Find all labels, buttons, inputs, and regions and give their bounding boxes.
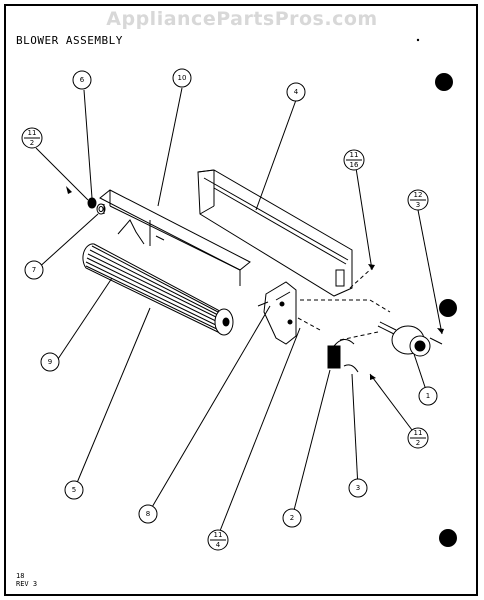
callout-1: 1: [426, 392, 430, 400]
page-border: [4, 4, 478, 596]
fraction-3-numerator: 12: [414, 191, 423, 199]
fraction-5-denominator: 4: [216, 541, 221, 549]
leader-lines: [35, 87, 443, 537]
leader-arrowheads: [66, 186, 444, 544]
page-number: 18: [16, 572, 25, 580]
watermark: AppliancePartsPros.com: [106, 8, 378, 30]
callout-2: 2: [290, 514, 294, 522]
callout-3: 3: [356, 484, 360, 492]
fraction-balloons: [21, 127, 429, 551]
callout-7: 7: [32, 266, 36, 274]
diagram-title: BLOWER ASSEMBLY: [16, 34, 123, 47]
capacitor-part: [327, 339, 355, 369]
callout-8: 8: [146, 510, 150, 518]
blower-motor-part: [377, 321, 443, 357]
binder-holes: [435, 73, 457, 547]
page-footer: 18 REV 3: [16, 572, 37, 588]
callout-9: 9: [48, 358, 52, 366]
phantom-lines: [297, 267, 391, 341]
callout-balloons: [24, 68, 438, 528]
callout-4: 4: [294, 88, 299, 96]
fraction-3-denominator: 3: [416, 201, 420, 209]
rear-panel-part: [197, 169, 353, 297]
callout-6: 6: [80, 76, 85, 84]
revision-label: REV 3: [16, 580, 38, 588]
fraction-1-numerator: 11: [28, 129, 37, 137]
binder-hole-middle: [439, 299, 457, 317]
callout-10: 10: [178, 74, 187, 82]
binder-hole-top: [435, 73, 453, 91]
blower-wheel-part: [82, 243, 234, 336]
speck-mark: [416, 38, 420, 42]
blower-housing-part: [99, 189, 251, 286]
fraction-5-numerator: 11: [214, 531, 223, 539]
fraction-4-denominator: 2: [416, 439, 420, 447]
fraction-1-denominator: 2: [30, 139, 34, 147]
fraction-2-numerator: 11: [350, 151, 359, 159]
callout-5: 5: [72, 486, 76, 494]
binder-hole-bottom: [439, 529, 457, 547]
motor-bracket-part: [257, 281, 297, 345]
fraction-2-denominator: 16: [350, 161, 359, 169]
capacitor-strap-part: [343, 364, 359, 373]
bearing-part: [87, 197, 106, 215]
fraction-4-numerator: 11: [414, 429, 423, 437]
